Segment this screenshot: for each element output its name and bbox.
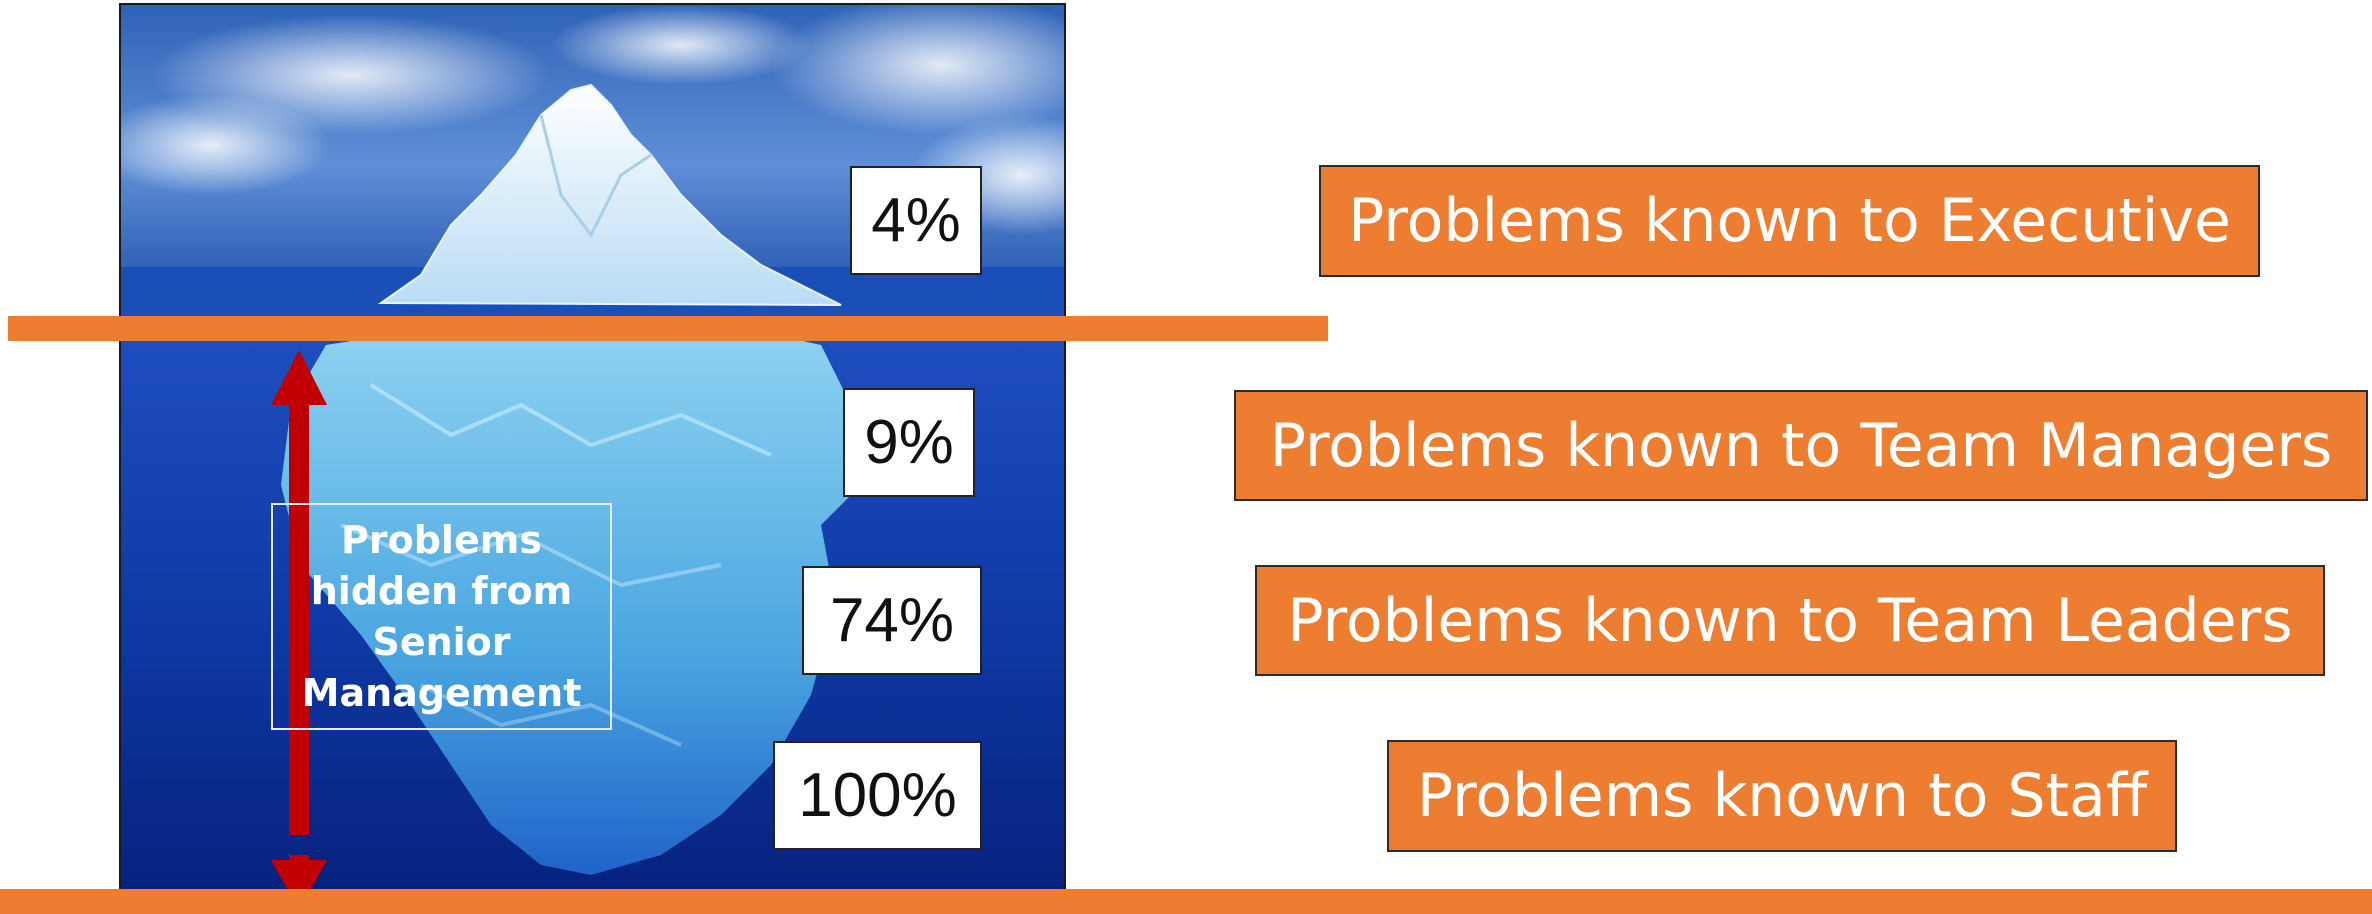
pct-staff: 100% xyxy=(773,741,982,850)
double-arrow-icon xyxy=(271,350,327,910)
hidden-problems-frame xyxy=(271,503,612,730)
label-team-leaders: Problems known to Team Leaders xyxy=(1255,565,2325,676)
pct-team-managers: 9% xyxy=(843,388,975,497)
label-staff: Problems known to Staff xyxy=(1387,740,2177,852)
pct-executive: 4% xyxy=(850,166,982,275)
label-team-managers: Problems known to Team Managers xyxy=(1234,390,2368,501)
waterline-divider xyxy=(8,316,1328,341)
pct-team-leaders: 74% xyxy=(802,566,982,675)
bottom-divider xyxy=(0,889,2372,914)
hidden-problems-label: Problems hidden from Senior Management xyxy=(301,518,582,715)
iceberg-submerged xyxy=(281,323,861,875)
label-executive: Problems known to Executive xyxy=(1319,165,2260,277)
